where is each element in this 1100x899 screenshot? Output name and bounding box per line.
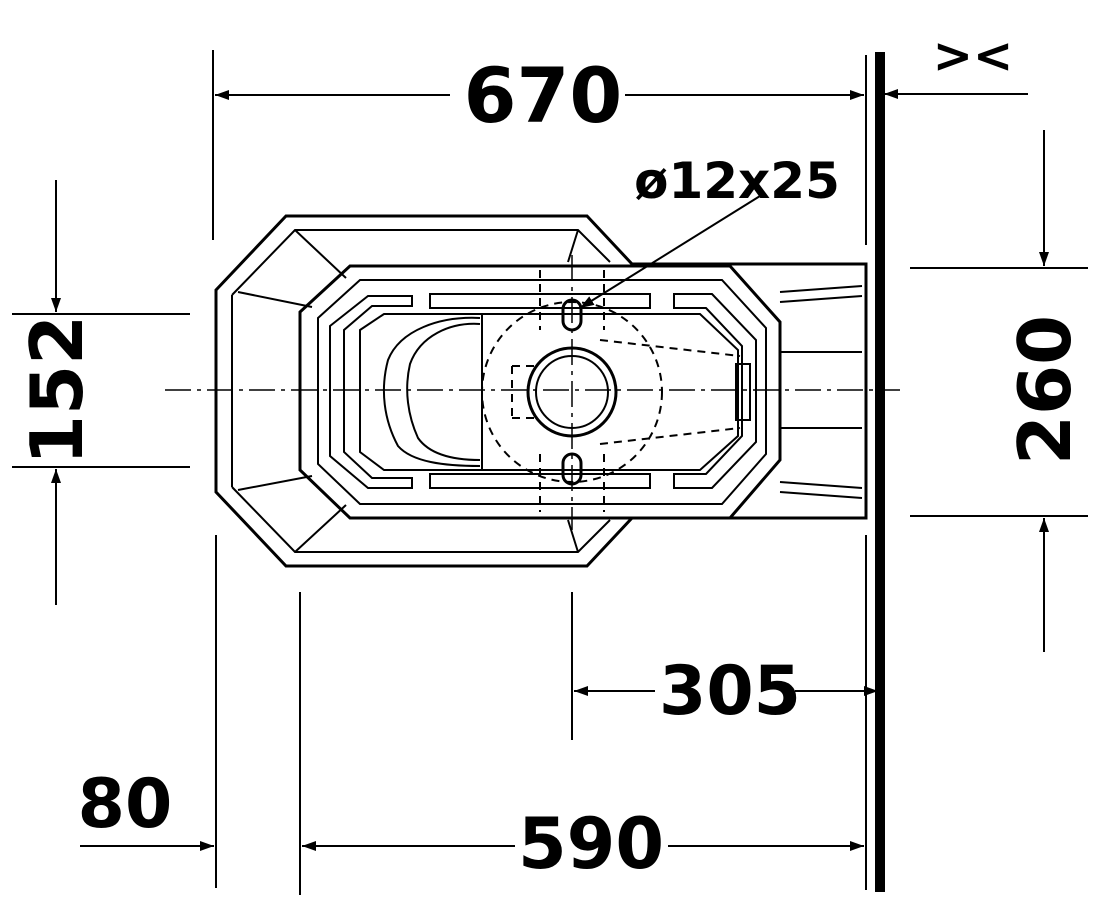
dimension-590-label: 590 — [518, 803, 664, 885]
dimension-305-label: 305 — [659, 652, 801, 731]
extension-lines — [12, 50, 1088, 895]
wall-gap-dimension: >< — [884, 28, 1028, 99]
dimension-590: 590 — [302, 803, 864, 885]
toilet-outline — [165, 214, 900, 568]
wall-gap-symbol: >< — [933, 28, 1013, 84]
dimension-260-label: 260 — [1003, 315, 1087, 465]
hole-spec-callout: ø12x25 — [579, 152, 840, 309]
hole-spec-label: ø12x25 — [634, 152, 840, 210]
dimension-80: 80 — [78, 765, 214, 851]
dimension-152-label: 152 — [15, 315, 99, 465]
dimension-260: 260 — [1003, 130, 1087, 652]
dimension-80-label: 80 — [78, 765, 173, 844]
dimension-670-label: 670 — [464, 51, 623, 140]
dimension-670: 670 — [215, 51, 864, 140]
dimension-305: 305 — [574, 652, 878, 731]
dimension-152: 152 — [15, 180, 99, 605]
